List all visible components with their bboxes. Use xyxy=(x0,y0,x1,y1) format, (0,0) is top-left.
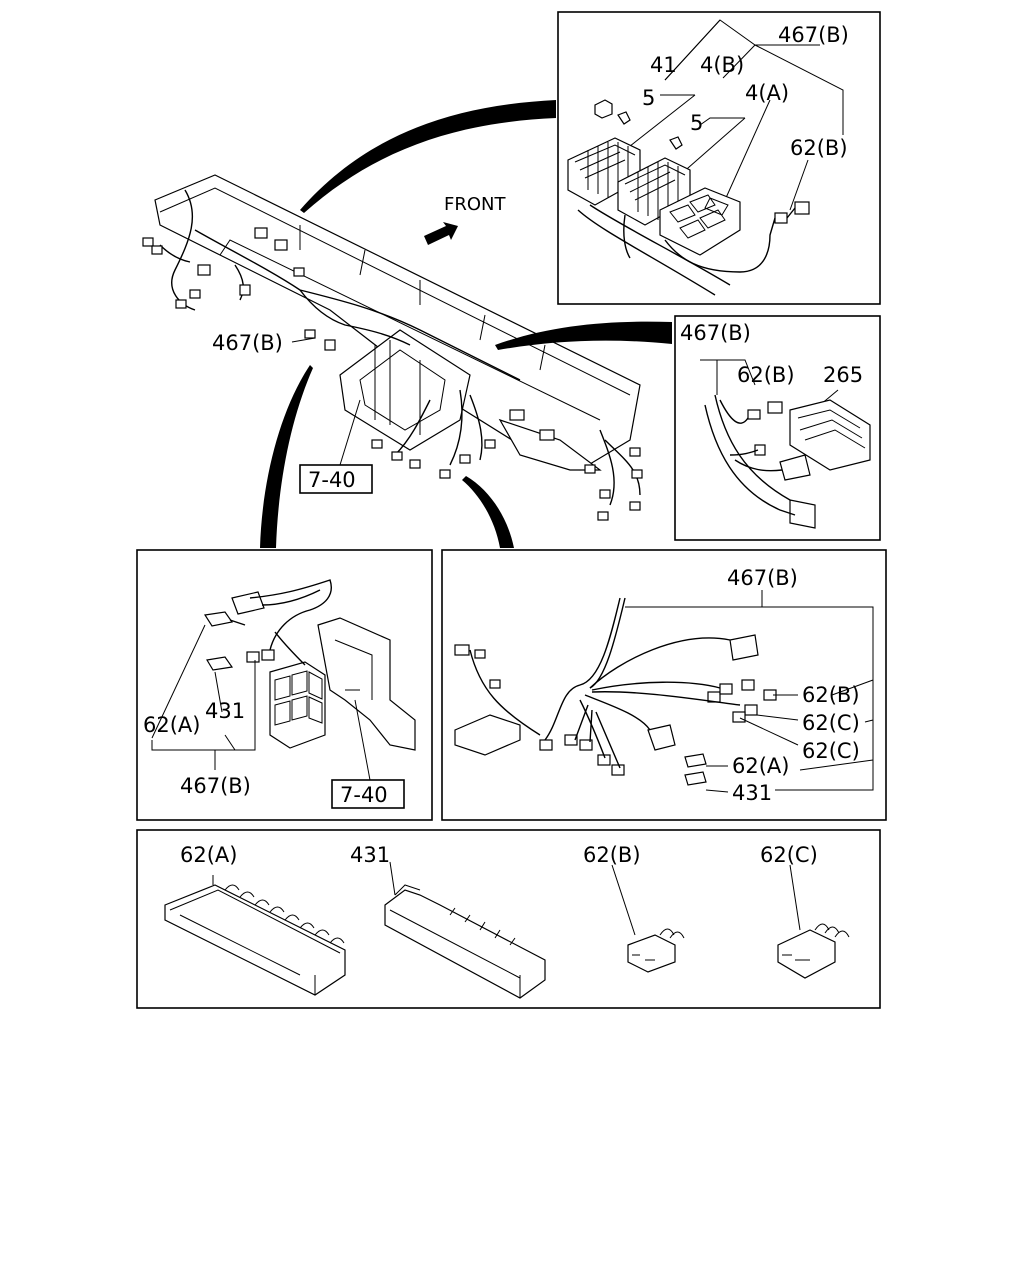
label-467b-left: 467(B) xyxy=(180,774,251,798)
label-5-second: 5 xyxy=(690,111,703,135)
legend-label-431: 431 xyxy=(350,843,390,867)
detail-panel-console: 62(A) 431 467(B) 7-40 xyxy=(136,549,433,821)
front-label: FRONT xyxy=(444,194,506,215)
label-62b-top: 62(B) xyxy=(790,136,848,160)
parts-legend-panel: 62(A) 431 62(B) 62(C) xyxy=(136,829,881,1009)
ref-box-left xyxy=(331,779,405,809)
label-4a: 4(A) xyxy=(745,81,789,105)
label-62a-right: 62(A) xyxy=(732,754,789,778)
label-467b-right: 467(B) xyxy=(727,566,798,590)
label-62b-mid: 62(B) xyxy=(737,363,795,387)
part-431-drawing xyxy=(384,861,546,999)
part-62a-drawing xyxy=(164,875,346,996)
leader-to-bottom-left xyxy=(260,365,313,548)
detail-panel-fuse-boxes: 467(B) 41 4(B) 5 4(A) 5 62(B) xyxy=(557,11,881,305)
ref-7-40-main: 7-40 xyxy=(308,468,356,492)
front-arrow-icon xyxy=(424,222,458,245)
leader-to-mid-right xyxy=(495,321,672,350)
label-467b-main: 467(B) xyxy=(212,331,283,355)
label-431-right: 431 xyxy=(732,781,772,805)
front-direction-indicator: FRONT xyxy=(424,194,506,245)
legend-label-62a: 62(A) xyxy=(180,843,237,867)
main-dashboard-assembly xyxy=(142,174,643,521)
detail-panel-connector-265: 467(B) 62(B) 265 xyxy=(674,315,881,541)
label-62b-right: 62(B) xyxy=(802,683,860,707)
label-431-left: 431 xyxy=(205,699,245,723)
part-62c-drawing xyxy=(777,864,850,979)
part-62b-drawing xyxy=(611,864,685,973)
label-62c-right-first: 62(C) xyxy=(802,711,860,735)
leader-to-bottom-right xyxy=(462,476,514,548)
detail-panel-floor-harness: 467(B) 62(B) 62(C) 62(C) 62(A) 431 xyxy=(441,549,887,821)
label-5-first: 5 xyxy=(642,86,655,110)
label-62a-left: 62(A) xyxy=(143,713,200,737)
label-265: 265 xyxy=(823,363,863,387)
legend-label-62b: 62(B) xyxy=(583,843,641,867)
leader-to-top-right xyxy=(300,100,556,213)
label-62c-right-second: 62(C) xyxy=(802,739,860,763)
ref-box-main xyxy=(299,464,373,494)
label-467b-mid: 467(B) xyxy=(680,321,751,345)
label-4b: 4(B) xyxy=(700,53,744,77)
legend-label-62c: 62(C) xyxy=(760,843,818,867)
ref-7-40-left: 7-40 xyxy=(340,783,388,807)
label-467b-top: 467(B) xyxy=(778,23,849,47)
label-41: 41 xyxy=(650,53,677,77)
